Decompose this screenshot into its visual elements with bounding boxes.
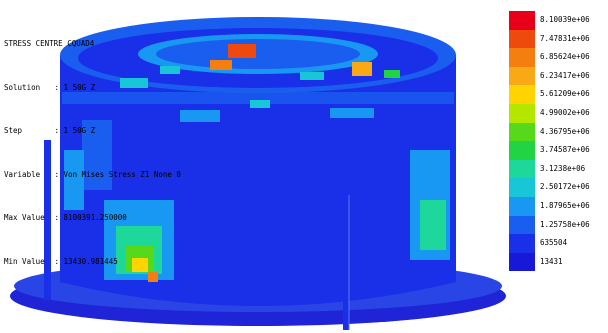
step-value: 1 50G Z: [63, 126, 96, 135]
hotspot: [160, 66, 180, 74]
stress-zone: [148, 272, 158, 282]
legend-label: 6.23417e+06: [540, 70, 590, 80]
legend-label: 2.50172e+06: [540, 182, 590, 192]
max-row: Max Value : 8100391.250000: [4, 211, 181, 226]
legend-swatch: [509, 104, 535, 123]
variable-label: Variable: [4, 169, 41, 179]
legend-label: 5.61209e+06: [540, 89, 590, 99]
result-info-panel: STRESS CENTRE CQUAD4 Solution : 1 50G Z …: [4, 8, 181, 298]
stress-zone: [64, 150, 84, 210]
hotspot: [384, 70, 400, 78]
legend-swatch: [509, 159, 535, 179]
solution-label: Solution: [4, 82, 41, 92]
legend-swatch: [509, 85, 535, 104]
hotspot: [210, 60, 232, 70]
inner-core: [156, 39, 360, 69]
legend-swatch: [509, 178, 535, 197]
legend-label: 8.10039e+06: [540, 15, 590, 24]
legend-label: 13431: [540, 256, 563, 266]
legend-swatch: [509, 252, 535, 272]
stress-zone: [82, 120, 112, 190]
legend-label: 4.99002e+06: [540, 108, 590, 117]
hotspot: [120, 78, 148, 88]
hotspot: [300, 72, 324, 80]
stress-zone: [420, 200, 446, 250]
legend-swatch: [509, 29, 535, 49]
legend-swatch: [509, 141, 535, 160]
step-separator: :: [54, 126, 60, 135]
legend-label: 7.47831e+06: [540, 33, 590, 43]
legend-label: 1.25758e+06: [540, 219, 590, 229]
upper-band: [62, 92, 454, 104]
variable-value: Von Mises Stress Z1 None 0: [63, 169, 181, 179]
stress-zone: [250, 100, 270, 108]
legend-swatch: [509, 11, 535, 30]
solution-row: Solution : 1 50G Z: [4, 81, 181, 96]
min-row: Min Value : 13430.981445: [4, 255, 181, 270]
step-label: Step: [4, 126, 23, 135]
legend-label: 6.85624e+06: [540, 52, 590, 62]
variable-row: Variable : Von Mises Stress Z1 None 0: [4, 168, 181, 183]
min-value: 13430.981445: [63, 256, 118, 266]
result-title: STRESS CENTRE CQUAD4: [4, 39, 95, 48]
max-separator: :: [54, 213, 60, 222]
min-label: Min Value: [4, 256, 45, 266]
stress-zone: [132, 258, 148, 272]
legend-label: 3.1238e+06: [540, 163, 586, 173]
legend-swatch: [509, 122, 535, 142]
legend-label: 4.36795e+06: [540, 126, 590, 136]
hotspot: [228, 44, 256, 58]
center-pipe: [343, 195, 349, 330]
legend-swatch: [509, 215, 535, 235]
min-separator: :: [54, 256, 60, 266]
solution-separator: :: [54, 82, 60, 92]
solution-value: 1 50G Z: [63, 82, 96, 92]
legend-label: 635504: [540, 238, 568, 248]
legend-swatch: [509, 234, 535, 253]
hotspot: [352, 62, 372, 76]
max-value: 8100391.250000: [63, 213, 127, 222]
stress-zone: [330, 108, 374, 118]
step-row: Step : 1 50G Z: [4, 124, 181, 139]
variable-separator: :: [54, 169, 60, 179]
legend-swatch: [509, 48, 535, 67]
left-pipe: [44, 140, 51, 300]
legend-swatch: [509, 197, 535, 216]
legend-label: 3.74587e+06: [540, 145, 590, 155]
legend-swatch: [509, 66, 535, 86]
legend-label: 1.87965e+06: [540, 201, 590, 210]
max-label: Max Value: [4, 213, 45, 222]
stress-zone: [180, 110, 220, 122]
